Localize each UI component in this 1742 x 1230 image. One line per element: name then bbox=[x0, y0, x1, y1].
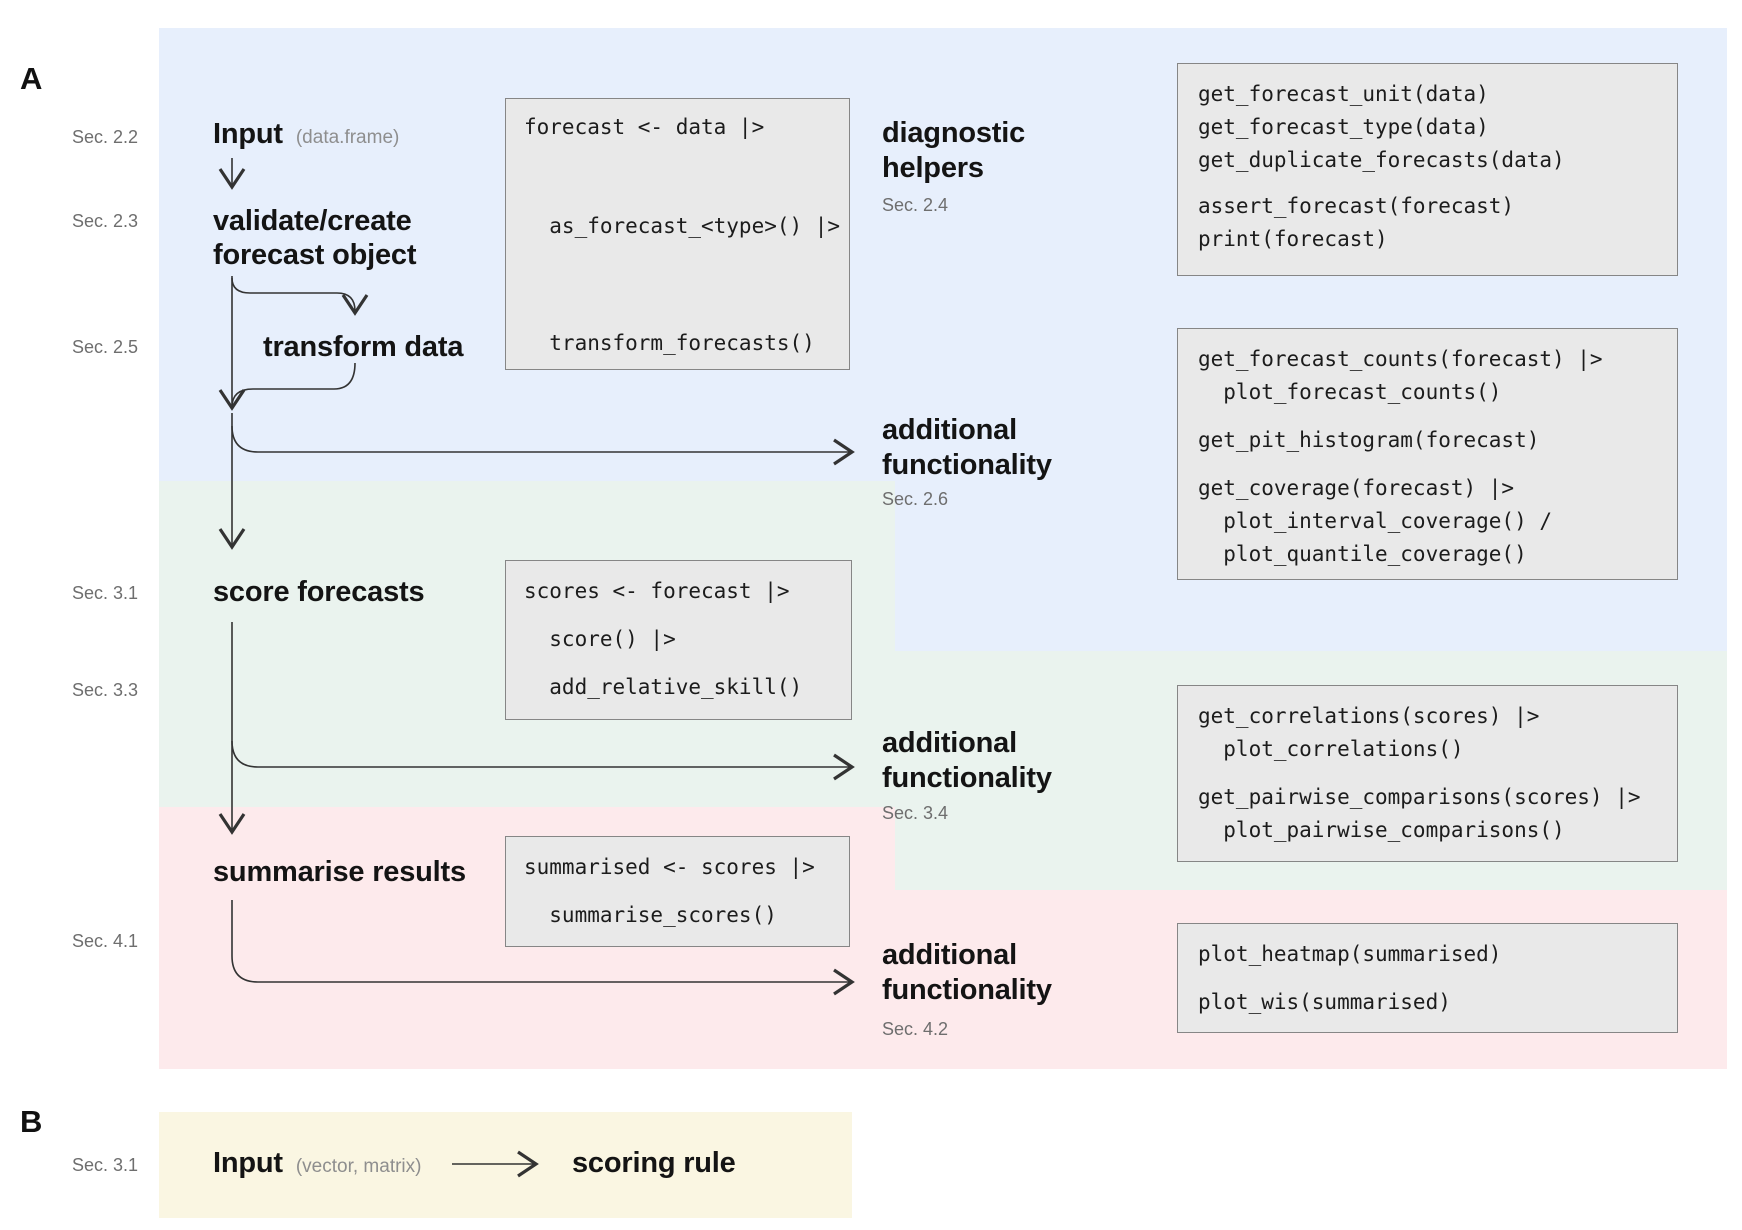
panel-b-input-row: Input (vector, matrix) bbox=[213, 1146, 421, 1180]
additional-4-2-line2: functionality bbox=[882, 974, 1052, 1006]
code-line: get_forecast_counts(forecast) |> bbox=[1198, 347, 1603, 371]
flow-step-transform: transform data bbox=[263, 331, 464, 363]
code-line: plot_quantile_coverage() bbox=[1198, 542, 1527, 566]
additional-3-4-line2: functionality bbox=[882, 762, 1052, 794]
validate-line2: forecast object bbox=[213, 239, 417, 271]
additional-2-6-line2: functionality bbox=[882, 449, 1052, 481]
code-line: plot_correlations() bbox=[1198, 737, 1464, 761]
flow-step-score: score forecasts bbox=[213, 576, 425, 608]
scoring-rule-label: scoring rule bbox=[572, 1147, 736, 1179]
additional-functionality-2-6-label: additional functionality bbox=[882, 413, 1052, 483]
code-box-additional-2-6: get_forecast_counts(forecast) |> plot_fo… bbox=[1177, 328, 1678, 580]
code-line: plot_heatmap(summarised) bbox=[1198, 942, 1502, 966]
code-line: scores <- forecast |> bbox=[524, 579, 790, 603]
additional-4-2-line1: additional bbox=[882, 939, 1017, 971]
code-line: plot_pairwise_comparisons() bbox=[1198, 818, 1565, 842]
panel-b-label: B bbox=[20, 1104, 43, 1139]
band-panel-b-yellow bbox=[159, 1112, 852, 1218]
code-line: summarise_scores() bbox=[524, 903, 777, 927]
sec-label-2-4: Sec. 2.4 bbox=[882, 195, 949, 215]
code-line: get_forecast_type(data) bbox=[1198, 115, 1489, 139]
sec-label-b-3-1: Sec. 3.1 bbox=[71, 1155, 138, 1175]
code-line: plot_interval_coverage() / bbox=[1198, 509, 1553, 533]
additional-2-6-line1: additional bbox=[882, 414, 1017, 446]
flow-step-summarise: summarise results bbox=[213, 856, 466, 888]
sec-label-2-5: Sec. 2.5 bbox=[71, 337, 138, 357]
sec-label-4-1: Sec. 4.1 bbox=[71, 931, 138, 951]
additional-functionality-3-4-label: additional functionality bbox=[882, 726, 1052, 796]
code-box-summarise: summarised <- scores |> summarise_scores… bbox=[505, 836, 850, 947]
flow-step-input: Input (data.frame) bbox=[213, 117, 399, 151]
panel-b-input-annotation: (vector, matrix) bbox=[295, 1156, 422, 1177]
additional-3-4-line1: additional bbox=[882, 727, 1017, 759]
code-box-additional-4-2: plot_heatmap(summarised) plot_wis(summari… bbox=[1177, 923, 1678, 1033]
sec-label-2-2: Sec. 2.2 bbox=[71, 127, 138, 147]
code-line: plot_forecast_counts() bbox=[1198, 380, 1502, 404]
code-line: forecast <- data |> bbox=[524, 115, 765, 139]
code-line: assert_forecast(forecast) bbox=[1198, 194, 1515, 218]
code-line: get_duplicate_forecasts(data) bbox=[1198, 148, 1565, 172]
code-box-score: scores <- forecast |> score() |> add_rel… bbox=[505, 560, 852, 720]
panel-b-input-label: Input bbox=[213, 1147, 283, 1179]
diagnostic-line1: diagnostic bbox=[882, 117, 1026, 149]
code-box-additional-3-4: get_correlations(scores) |> plot_correla… bbox=[1177, 685, 1678, 862]
code-line: get_forecast_unit(data) bbox=[1198, 82, 1489, 106]
input-annotation: (data.frame) bbox=[295, 127, 400, 148]
code-line: summarised <- scores |> bbox=[524, 855, 815, 879]
panel-a-label: A bbox=[20, 61, 43, 96]
diagnostic-helpers-label: diagnostic helpers bbox=[882, 116, 1025, 186]
code-line: score() |> bbox=[524, 627, 676, 651]
input-label: Input bbox=[213, 118, 283, 150]
code-line: get_pairwise_comparisons(scores) |> bbox=[1198, 785, 1641, 809]
code-box-create-forecast: forecast <- data |> as_forecast_<type>()… bbox=[505, 98, 850, 370]
validate-line1: validate/create bbox=[213, 205, 412, 237]
sec-label-3-4: Sec. 3.4 bbox=[882, 803, 949, 823]
code-line: transform_forecasts() bbox=[524, 331, 815, 355]
sec-label-2-3: Sec. 2.3 bbox=[71, 211, 138, 231]
flow-step-validate: validate/create forecast object bbox=[213, 204, 416, 272]
additional-functionality-4-2-label: additional functionality bbox=[882, 938, 1052, 1008]
sec-label-2-6: Sec. 2.6 bbox=[882, 489, 949, 509]
sec-label-3-1: Sec. 3.1 bbox=[71, 583, 138, 603]
code-line: print(forecast) bbox=[1198, 227, 1388, 251]
code-line: plot_wis(summarised) bbox=[1198, 990, 1451, 1014]
code-line: as_forecast_<type>() |> bbox=[524, 214, 841, 238]
sec-label-3-3: Sec. 3.3 bbox=[71, 680, 138, 700]
code-line: add_relative_skill() bbox=[524, 675, 803, 699]
code-box-diagnostic-helpers: get_forecast_unit(data) get_forecast_type… bbox=[1177, 63, 1678, 276]
code-line: get_coverage(forecast) |> bbox=[1198, 476, 1515, 500]
code-line: get_pit_histogram(forecast) bbox=[1198, 428, 1540, 452]
diagnostic-line2: helpers bbox=[882, 152, 984, 184]
sec-label-4-2: Sec. 4.2 bbox=[882, 1019, 949, 1039]
code-line: get_correlations(scores) |> bbox=[1198, 704, 1540, 728]
